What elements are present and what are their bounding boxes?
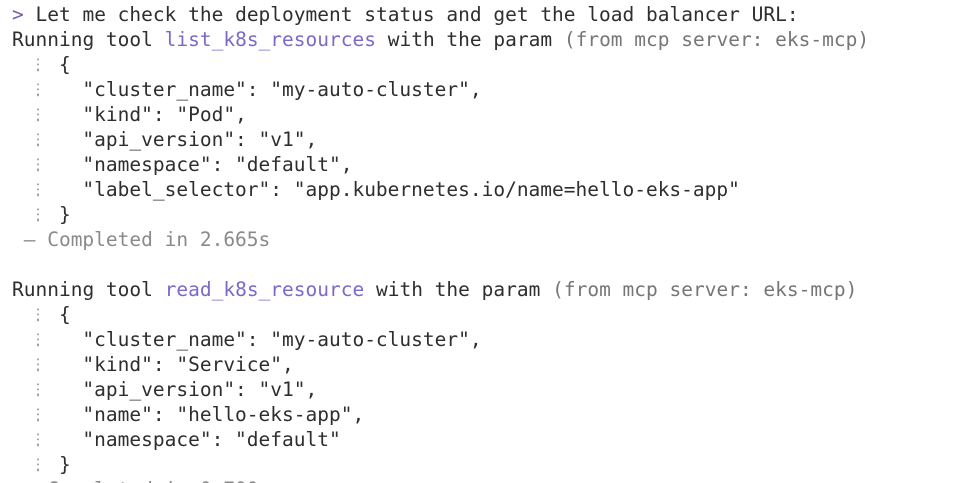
tool-param-line: "kind": "Pod", — [12, 102, 970, 127]
tool-call-header: Running tool read_k8s_resource with the … — [12, 277, 970, 302]
param-text: } — [58, 453, 71, 476]
assistant-message-text: Let me check the deployment status and g… — [35, 3, 799, 26]
vertical-dots-icon — [12, 127, 59, 152]
param-text: "cluster_name": "my-auto-cluster", — [58, 328, 482, 351]
param-text: "kind": "Pod", — [58, 103, 247, 126]
blank-line — [12, 252, 970, 277]
tool-param-line: "namespace": "default" — [12, 427, 970, 452]
tool-call-suffix: with the param — [375, 278, 541, 301]
param-text: { — [58, 53, 71, 76]
vertical-dots-icon — [12, 302, 59, 327]
vertical-dots-icon — [12, 352, 59, 377]
vertical-dots-icon — [12, 77, 59, 102]
tool-call-prefix: Running tool — [12, 278, 153, 301]
status-text: – Completed in 0.700s — [24, 478, 271, 483]
mcp-server-meta: (from mcp server: eks-mcp) — [552, 278, 858, 301]
param-text: "kind": "Service", — [58, 353, 294, 376]
tool-param-line: "cluster_name": "my-auto-cluster", — [12, 77, 970, 102]
tool-status: – Completed in 2.665s — [12, 227, 970, 252]
param-text: } — [58, 203, 71, 226]
mcp-server-meta: (from mcp server: eks-mcp) — [563, 28, 870, 51]
param-text: "cluster_name": "my-auto-cluster", — [58, 78, 482, 101]
tool-param-line: } — [12, 202, 970, 227]
status-text: – Completed in 2.665s — [23, 228, 271, 251]
vertical-dots-icon — [12, 452, 59, 477]
vertical-dots-icon — [12, 377, 59, 402]
tool-param-line: "kind": "Service", — [12, 352, 970, 377]
vertical-dots-icon — [12, 427, 59, 452]
param-text: "api_version": "v1", — [58, 128, 318, 151]
param-text: "namespace": "default" — [58, 428, 341, 451]
tool-param-line: { — [12, 52, 970, 77]
tool-status: – Completed in 0.700s — [12, 477, 970, 483]
tool-param-line: "namespace": "default", — [12, 152, 970, 177]
prompt-chevron-icon: > — [12, 3, 24, 26]
tool-param-line: "api_version": "v1", — [12, 127, 970, 152]
tool-param-line: "name": "hello-eks-app", — [12, 402, 970, 427]
vertical-dots-icon — [12, 102, 59, 127]
param-text: "label_selector": "app.kubernetes.io/nam… — [58, 178, 740, 201]
vertical-dots-icon — [12, 177, 59, 202]
tool-call-suffix: with the param — [387, 28, 553, 51]
tool-param-line: "api_version": "v1", — [12, 377, 970, 402]
param-text: "api_version": "v1", — [58, 378, 318, 401]
param-text: { — [58, 303, 71, 326]
vertical-dots-icon — [12, 402, 59, 427]
tool-call-header: Running tool list_k8s_resources with the… — [12, 27, 970, 52]
param-text: "namespace": "default", — [58, 153, 353, 176]
tool-param-line: { — [12, 302, 970, 327]
param-text: "name": "hello-eks-app", — [58, 403, 365, 426]
tool-call-prefix: Running tool — [12, 28, 153, 51]
tool-param-line: "cluster_name": "my-auto-cluster", — [12, 327, 970, 352]
vertical-dots-icon — [12, 327, 59, 352]
assistant-message: > Let me check the deployment status and… — [12, 2, 970, 27]
tool-name: read_k8s_resource — [164, 278, 365, 301]
tool-name: list_k8s_resources — [164, 28, 376, 51]
vertical-dots-icon — [12, 52, 59, 77]
tool-param-line: } — [12, 452, 970, 477]
vertical-dots-icon — [12, 202, 59, 227]
vertical-dots-icon — [12, 152, 59, 177]
tool-param-line: "label_selector": "app.kubernetes.io/nam… — [12, 177, 970, 202]
